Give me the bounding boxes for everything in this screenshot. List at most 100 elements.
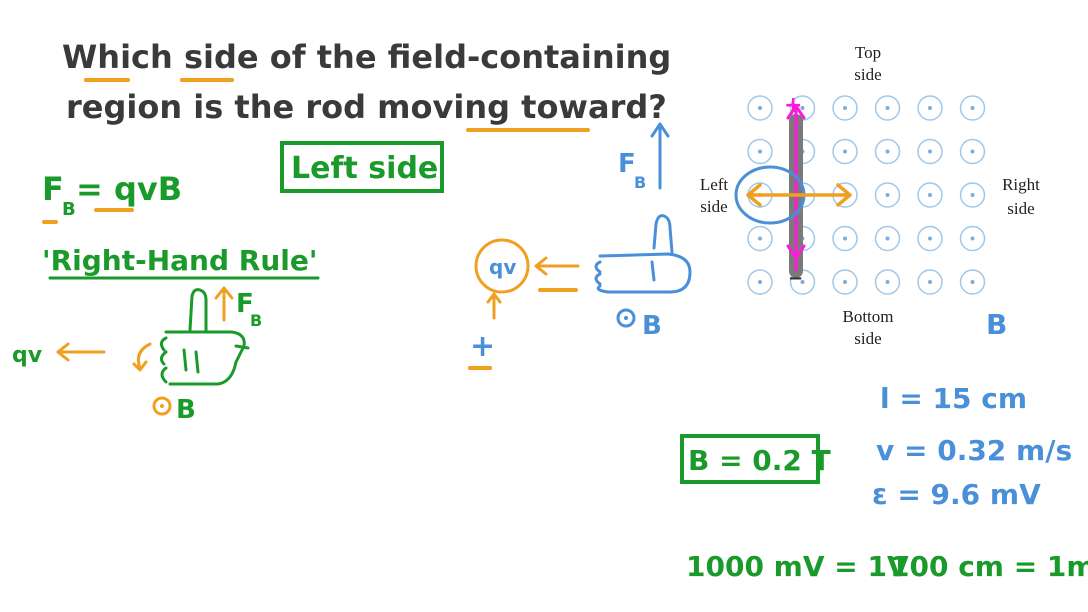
field-dot-icon [959, 225, 986, 252]
conversion-meters: 100 cm = 1m [890, 550, 1088, 583]
field-dot-center-icon [885, 149, 890, 154]
middle-fb-subscript: B [634, 173, 646, 192]
left-qv-label: qv [12, 343, 43, 368]
middle-b-dot-icon [624, 316, 628, 320]
middle-hand-sketch [594, 214, 692, 294]
field-dot-center-icon [885, 236, 890, 241]
field-dot-center-icon [928, 193, 932, 197]
field-dot-center-icon [970, 236, 975, 241]
field-dot-icon [747, 95, 773, 121]
bottom-side-label-1: Bottom [842, 307, 893, 326]
field-dot-icon [832, 95, 858, 121]
question-line-2: region is the rod moving toward? [66, 88, 667, 126]
left-fb-label: F [236, 289, 254, 319]
field-dot-center-icon [885, 106, 890, 110]
middle-hand-palm [598, 252, 692, 294]
middle-plus: + [470, 329, 495, 364]
middle-qv-label: qv [489, 255, 516, 279]
answer-text: Left side [291, 151, 438, 186]
right-side-label-1: Right [1002, 175, 1040, 194]
field-dot-icon [959, 138, 986, 165]
given-emf: ε = 9.6 mV [872, 478, 1041, 511]
field-dot-icon [874, 182, 901, 208]
left-hand-sketch [159, 288, 250, 386]
question-line-1: Which side of the field-containing [62, 38, 671, 76]
field-dot-icon [959, 95, 986, 121]
right-side-label-2: side [1007, 199, 1034, 218]
field-dot-icon [874, 225, 901, 252]
field-dot-center-icon [970, 149, 975, 154]
top-side-label-2: side [854, 65, 881, 84]
field-dot-center-icon [970, 106, 975, 110]
rod-plus-label: + [784, 93, 802, 118]
top-side-label-1: Top [855, 43, 881, 62]
formula-f-subscript: B [62, 199, 76, 220]
middle-fb-arrow [650, 122, 670, 190]
field-b-label: B [986, 308, 1007, 341]
force-formula: F B = qvB [42, 170, 182, 224]
middle-fb-label: F [618, 149, 636, 179]
field-dot-center-icon [800, 106, 805, 110]
left-fb-arrow [214, 286, 234, 322]
field-dot-center-icon [928, 280, 932, 284]
left-hand-fingers [159, 336, 168, 384]
middle-qv-circle [474, 238, 530, 294]
left-b-label: B [176, 395, 196, 425]
left-hand-thumb [188, 288, 208, 334]
middle-hand-thumb [652, 214, 674, 254]
left-hand-knuckle [234, 344, 250, 350]
given-velocity: v = 0.32 m/s [876, 434, 1072, 467]
field-region: Top side Bottom side Left side Right sid… [700, 43, 1040, 348]
field-dot-center-icon [928, 236, 932, 241]
rod-minus-label: − [788, 268, 803, 289]
middle-qv-arrow [534, 256, 580, 276]
field-dot-center-icon [885, 193, 890, 197]
field-dot-center-icon [758, 280, 762, 284]
field-dot-center-icon [928, 149, 932, 154]
field-dot-icon [832, 269, 858, 295]
field-dot-center-icon [885, 280, 890, 284]
left-b-out-of-page-icon [152, 396, 172, 416]
field-dot-icon [747, 269, 773, 295]
field-dot-center-icon [800, 280, 805, 284]
middle-up-arrow [486, 292, 502, 320]
left-side-label-2: side [700, 197, 727, 216]
field-dot-icon [832, 138, 858, 165]
left-hand-crease [182, 348, 200, 374]
b-field-box [680, 434, 820, 484]
field-dot-icon [917, 95, 943, 121]
field-dot-icon [747, 225, 773, 252]
curl-arrow-head [132, 360, 148, 372]
field-dot-center-icon [928, 106, 932, 110]
middle-b-label: B [642, 311, 662, 341]
field-dot-center-icon [843, 149, 847, 154]
field-dot-icon [832, 225, 858, 252]
right-hand-rule-label: 'Right-Hand Rule' [42, 244, 317, 277]
field-dot-center-icon [970, 193, 975, 197]
middle-hand-crease [650, 260, 656, 282]
answer-box [280, 141, 444, 193]
field-dot-center-icon [843, 106, 847, 110]
field-dot-icon [917, 138, 943, 165]
formula-rest: = qvB [76, 170, 182, 208]
left-b-dot-icon [160, 404, 164, 408]
left-side-label-1: Left [700, 175, 729, 194]
field-dot-center-icon [970, 280, 975, 284]
current-arrow [786, 104, 806, 272]
field-dot-icon [874, 269, 901, 295]
field-dot-center-icon [843, 236, 847, 241]
left-hand-palm [164, 330, 246, 386]
field-dot-center-icon [843, 280, 847, 284]
bottom-side-label-2: side [854, 329, 881, 348]
middle-hand-fingers [594, 260, 610, 294]
left-fb-subscript: B [250, 311, 262, 330]
field-dot-icon [917, 225, 943, 252]
field-dot-center-icon [758, 106, 762, 110]
field-dot-icon [874, 95, 901, 121]
field-dot-icon [917, 182, 943, 208]
formula-f: F [42, 170, 64, 208]
field-dot-center-icon [758, 149, 762, 154]
field-dot-icon [874, 138, 901, 165]
given-length: l = 15 cm [880, 382, 1027, 415]
field-dot-center-icon [758, 236, 762, 241]
